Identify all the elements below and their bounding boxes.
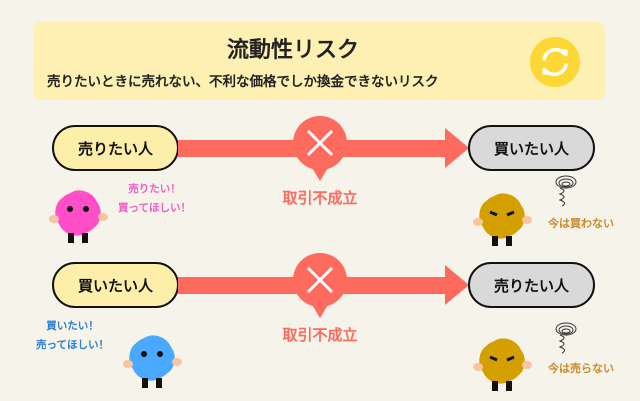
reluctant-character-icon — [472, 188, 534, 256]
speech-text: 買いたい！ 売ってほしい！ — [36, 317, 109, 355]
blocked-x-icon — [292, 115, 348, 187]
reply-text: 今は売らない — [548, 362, 614, 375]
eager-character-icon — [48, 185, 110, 253]
speech-line: 買ってほしい！ — [118, 202, 191, 214]
dizzy-spiral-icon — [552, 321, 578, 361]
deal-failed-label: 取引不成立 — [282, 189, 358, 207]
to-label: 売りたい人 — [493, 276, 569, 295]
eager-character-icon — [122, 330, 184, 398]
arrow-head-icon — [445, 128, 469, 168]
speech-line: 売ってほしい！ — [36, 339, 109, 351]
speech-line: 売りたい！ — [128, 183, 181, 195]
reluctant-character-icon — [472, 333, 534, 401]
to-party-pill: 売りたい人 — [468, 262, 595, 308]
deal-failed-label: 取引不成立 — [282, 326, 358, 344]
page-title: 流動性リスク — [226, 38, 359, 63]
header-box: 流動性リスク 売りたいときに売れない、不利な価格でしか換金できないリスク — [33, 22, 605, 100]
arrow-head-icon — [445, 265, 469, 305]
speech-text: 売りたい！ 買ってほしい！ — [118, 180, 191, 218]
subtitle: 売りたいときに売れない、不利な価格でしか換金できないリスク — [47, 74, 439, 90]
from-label: 買いたい人 — [77, 276, 153, 295]
speech-line: 買いたい！ — [46, 320, 99, 332]
from-label: 売りたい人 — [77, 139, 153, 158]
blocked-x-icon — [292, 252, 348, 324]
reply-text: 今は買わない — [548, 217, 614, 230]
to-label: 買いたい人 — [493, 139, 569, 158]
refresh-icon — [530, 37, 580, 87]
from-party-pill: 買いたい人 — [52, 262, 179, 308]
dizzy-spiral-icon — [552, 174, 578, 214]
to-party-pill: 買いたい人 — [468, 125, 595, 171]
from-party-pill: 売りたい人 — [52, 125, 179, 171]
